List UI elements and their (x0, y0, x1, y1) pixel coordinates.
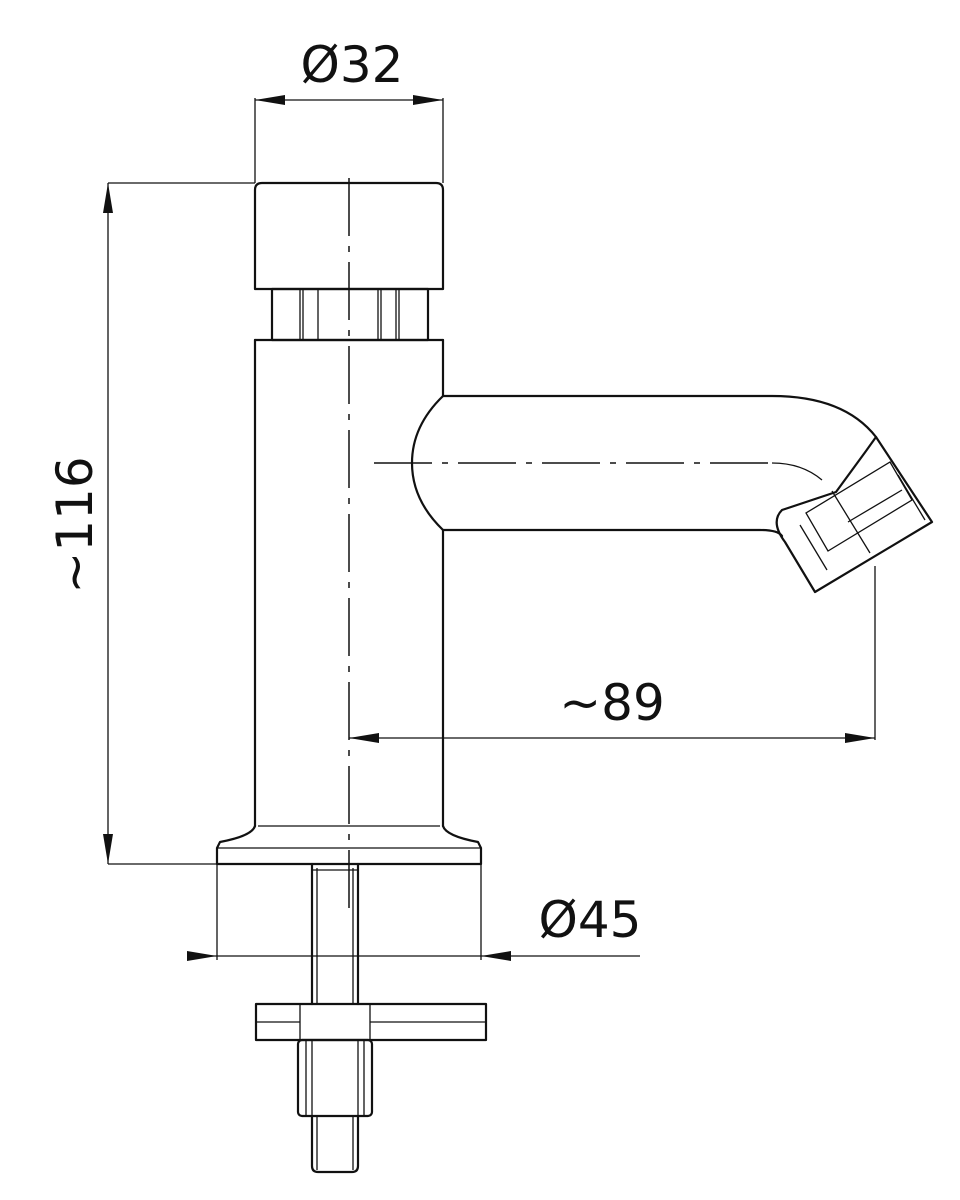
dimension-spout-reach: ~89 (349, 566, 876, 743)
knurled-neck (270, 287, 430, 342)
spout-reach-label: ~89 (559, 674, 665, 732)
push-button-cap (253, 181, 445, 291)
spout (410, 394, 878, 538)
dimension-base-diameter: Ø45 (187, 864, 641, 961)
dimension-top-diameter: Ø32 (254, 36, 444, 183)
base-diameter-label: Ø45 (539, 891, 642, 949)
top-diameter-label: Ø32 (301, 36, 404, 94)
dimension-height: ~116 (46, 182, 255, 865)
hex-nut (296, 1038, 374, 1118)
mounting-bracket (254, 1002, 488, 1042)
threaded-shank (310, 862, 360, 1174)
height-label: ~116 (46, 456, 104, 593)
centre-lines (348, 178, 772, 918)
aerator-head (775, 435, 934, 594)
tap-body (253, 338, 445, 828)
